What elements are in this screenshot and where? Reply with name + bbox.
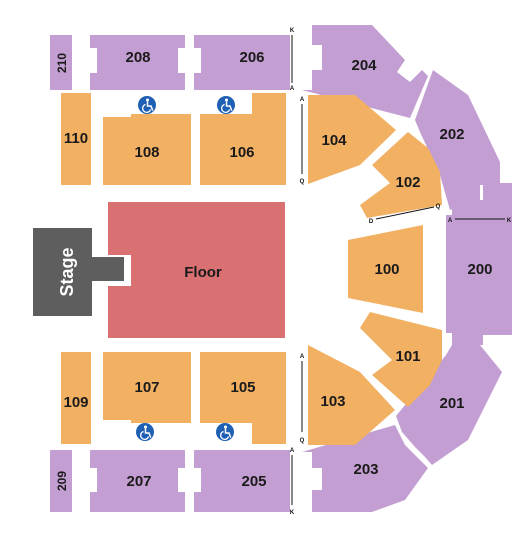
wheelchair-icon: [217, 96, 235, 114]
row-marker-bottom: A K: [290, 448, 295, 516]
section-110-label: 110: [64, 130, 88, 147]
section-102-label: 102: [395, 174, 420, 191]
section-103[interactable]: 103: [308, 345, 395, 445]
section-203[interactable]: 203: [302, 425, 428, 512]
section-106-label: 106: [229, 144, 254, 161]
section-207-label: 207: [126, 473, 151, 490]
section-203-label: 203: [353, 461, 378, 478]
section-205[interactable]: 205: [194, 450, 290, 512]
stage-label: Stage: [57, 247, 77, 296]
section-206[interactable]: 206: [194, 35, 290, 90]
section-209-label: 209: [55, 471, 69, 491]
section-109-label: 109: [63, 394, 88, 411]
row-marker-103: A Q: [300, 354, 305, 444]
section-101[interactable]: 101: [360, 312, 442, 407]
section-104[interactable]: 104: [308, 95, 396, 184]
section-100[interactable]: 100: [348, 225, 423, 313]
floor-label: Floor: [184, 264, 222, 281]
row-label-a-104: A: [300, 97, 305, 103]
section-201[interactable]: 201: [396, 345, 502, 465]
section-208-label: 208: [125, 49, 150, 66]
section-100-label: 100: [374, 261, 399, 278]
wheelchair-icon: [138, 96, 156, 114]
section-107[interactable]: 107: [103, 352, 191, 423]
section-108-label: 108: [134, 144, 159, 161]
row-label-q-102: Q: [436, 204, 441, 210]
section-105[interactable]: 105: [200, 352, 286, 444]
section-200[interactable]: 200: [446, 183, 512, 345]
section-108[interactable]: 108: [103, 114, 191, 185]
section-206-label: 206: [239, 49, 264, 66]
section-202[interactable]: 202: [415, 70, 500, 210]
row-label-d-102: D: [369, 219, 374, 225]
section-210[interactable]: 210: [50, 35, 72, 90]
row-label-a-top: A: [290, 86, 295, 92]
row-label-q-104: Q: [300, 179, 305, 185]
section-104-label: 104: [321, 132, 347, 149]
row-label-k-bottom: K: [290, 510, 295, 516]
row-label-q-103: Q: [300, 438, 305, 444]
section-107-label: 107: [134, 379, 159, 396]
section-204[interactable]: 204: [302, 25, 428, 118]
section-201-label: 201: [439, 395, 464, 412]
section-floor[interactable]: Floor: [108, 202, 285, 338]
section-208[interactable]: 208: [90, 35, 185, 90]
stage: Stage: [33, 228, 124, 316]
row-marker-102: D Q: [369, 204, 441, 225]
wheelchair-icon: [216, 423, 234, 441]
row-marker-104: A Q: [300, 97, 305, 185]
row-label-k-top: K: [290, 28, 295, 34]
row-label-a-bottom: A: [290, 448, 295, 454]
section-109[interactable]: 109: [61, 352, 91, 444]
section-110[interactable]: 110: [61, 93, 91, 185]
row-label-k-200: K: [507, 218, 512, 224]
section-106[interactable]: 106: [200, 93, 286, 185]
section-102[interactable]: 102: [360, 132, 442, 218]
row-label-a-103: A: [300, 354, 305, 360]
section-105-label: 105: [230, 379, 255, 396]
section-202-label: 202: [439, 126, 464, 143]
section-209[interactable]: 209: [50, 450, 72, 512]
row-label-a-200: A: [448, 218, 453, 224]
section-103-label: 103: [320, 393, 345, 410]
wheelchair-icon: [136, 423, 154, 441]
row-marker-top: K A: [290, 28, 295, 92]
section-200-label: 200: [467, 261, 492, 278]
section-205-label: 205: [241, 473, 266, 490]
row-marker-200: A K: [448, 218, 512, 224]
section-210-label: 210: [55, 53, 69, 73]
section-204-label: 204: [351, 57, 377, 74]
section-101-label: 101: [395, 348, 420, 365]
section-207[interactable]: 207: [90, 450, 185, 512]
